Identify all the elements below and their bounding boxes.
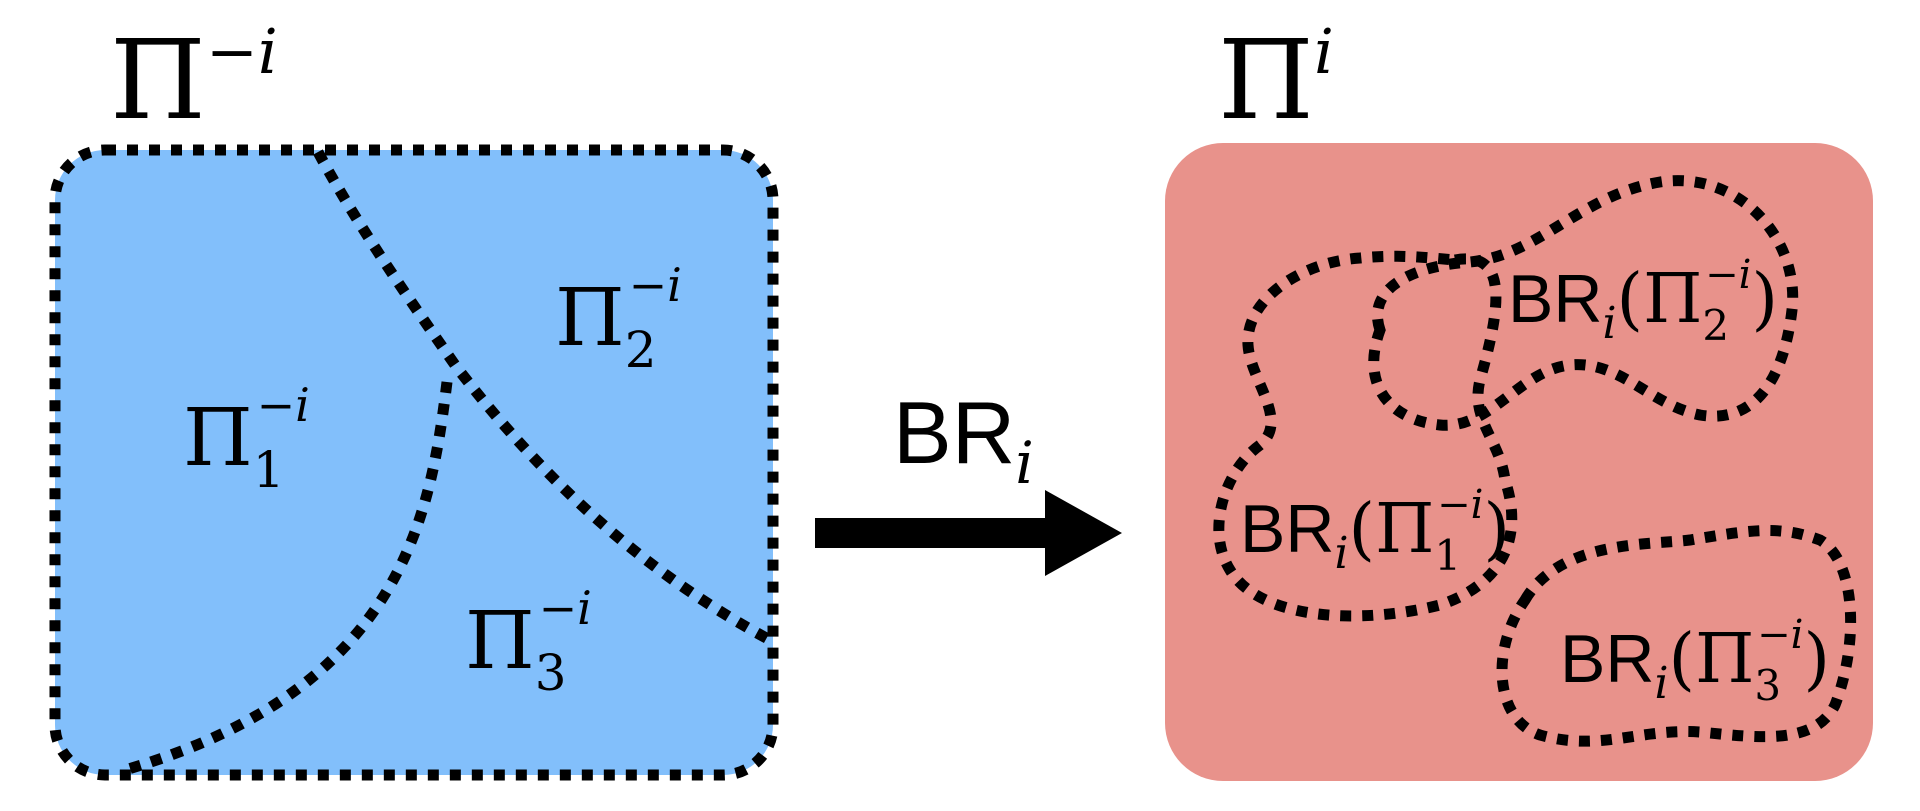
arrow-head-icon — [1045, 490, 1122, 576]
right-set-box — [1165, 143, 1873, 781]
partition-boundary-1 — [313, 149, 773, 645]
image-label-3: BRi(Π3−i) — [1560, 612, 1830, 710]
left-set-dotted-border — [49, 144, 779, 781]
image-blob-2 — [1368, 175, 1799, 431]
region-label-1: Π1−i — [183, 378, 310, 499]
region-label-2: Π2−i — [555, 258, 682, 379]
image-label-2: BRi(Π2−i) — [1508, 252, 1778, 350]
image-blob-1 — [1213, 250, 1518, 622]
mapping-arrow: BRi — [815, 383, 1122, 576]
partition-boundary-2 — [123, 381, 453, 776]
right-set: Πi BRi(Π2−i) BRi(Π1−i) BRi(Π3−i) — [1165, 15, 1873, 781]
image-label-1: BRi(Π1−i) — [1240, 482, 1510, 580]
left-set-box — [55, 150, 773, 775]
left-set-title: Π−i — [110, 15, 278, 144]
left-set: Π−i Π1−i Π2−i Π3−i — [49, 15, 779, 781]
arrow-shaft — [815, 518, 1055, 548]
right-set-title: Πi — [1218, 15, 1334, 144]
image-blob-3 — [1496, 525, 1857, 747]
mapping-label: BRi — [893, 383, 1034, 497]
region-label-3: Π3−i — [465, 581, 592, 702]
